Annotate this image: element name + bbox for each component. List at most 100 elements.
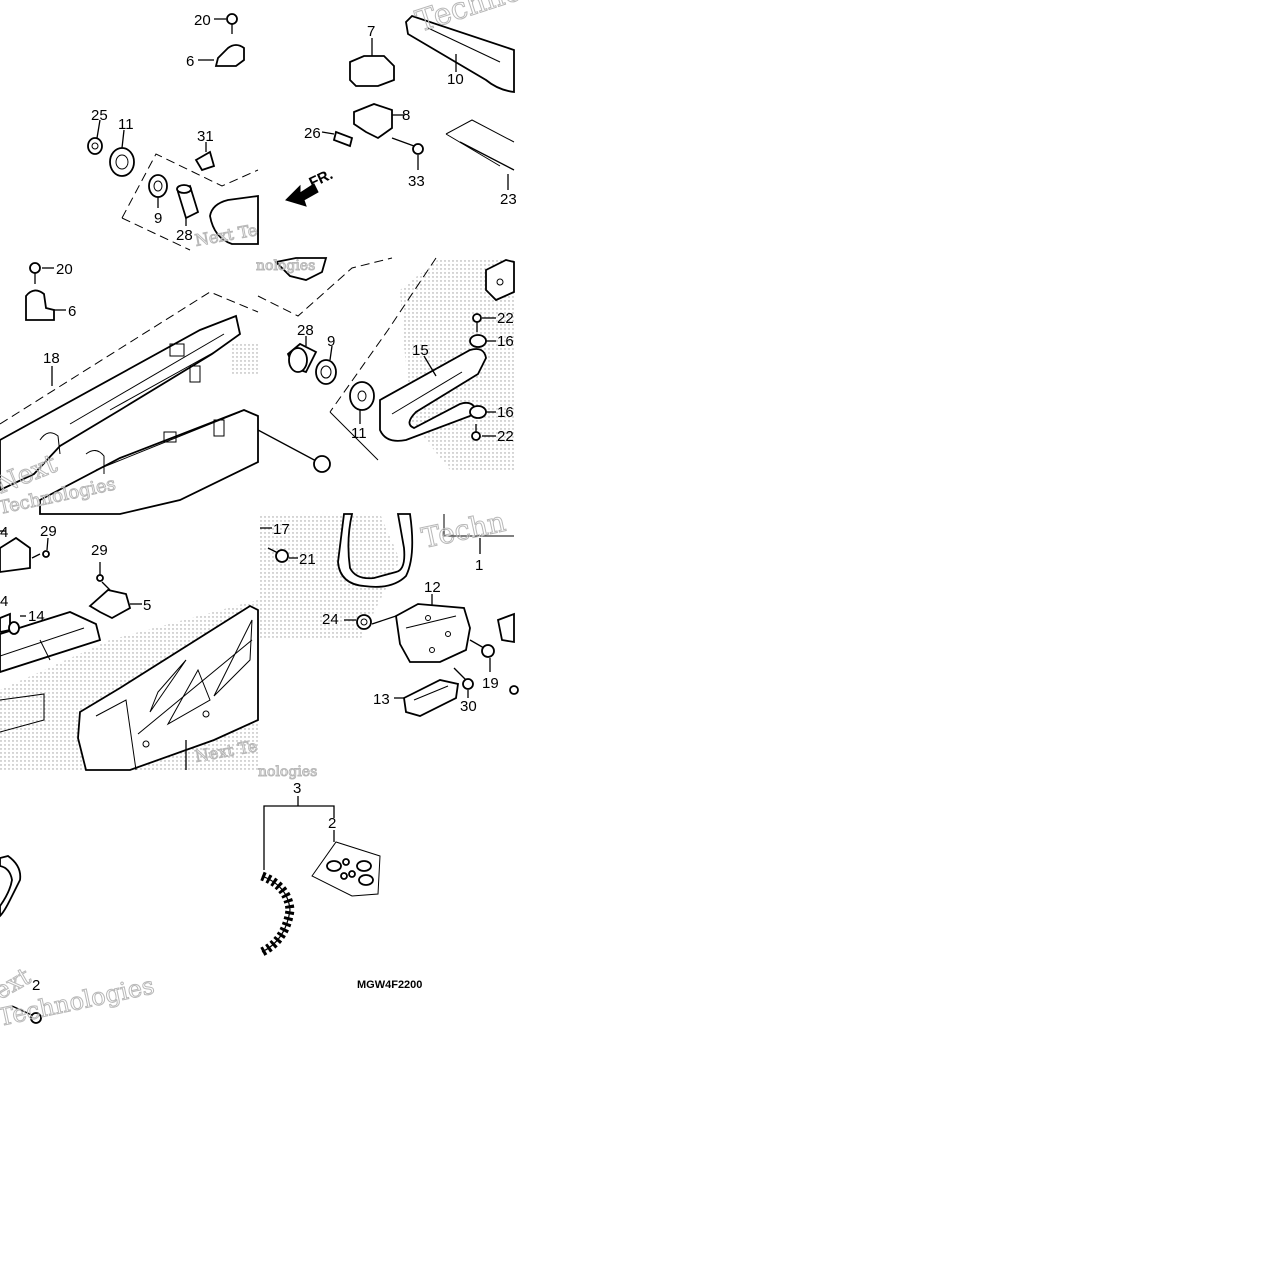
callout-19: 19	[482, 675, 499, 692]
diagram-code: MGW4F2200	[357, 979, 422, 991]
callout-12: 12	[424, 579, 441, 596]
axle-23	[459, 141, 515, 171]
adjuster-bar	[0, 611, 102, 673]
dashed-box-axle	[445, 119, 515, 167]
bearing-9-top	[148, 174, 168, 198]
callout-10: 10	[447, 71, 464, 88]
screw-30	[453, 667, 474, 690]
tile-swingarm	[0, 262, 259, 515]
nut-24	[356, 614, 372, 630]
pin-26	[332, 130, 354, 148]
pivot-boss-fragment	[274, 257, 328, 281]
callout-20: 20	[56, 261, 73, 278]
callout-9: 9	[327, 333, 335, 350]
leader-bracket-3	[263, 805, 335, 870]
callout-4: 4	[0, 524, 8, 541]
callout-26: 26	[304, 125, 321, 142]
chain-fragment-right	[496, 612, 515, 644]
callout-18: 18	[43, 350, 60, 367]
bracket-4-top	[0, 536, 31, 573]
bushing-28-top	[176, 184, 200, 220]
cap-7	[349, 55, 395, 87]
front-arrow	[285, 183, 319, 207]
callout-7: 7	[367, 23, 375, 40]
callout-11: 11	[351, 425, 367, 442]
callout-15: 15	[412, 342, 429, 359]
callout-2: 2	[32, 977, 40, 994]
callout-14: 14	[28, 608, 45, 625]
frame-loop-fragment	[337, 513, 414, 588]
chain-roller-guide-12	[395, 603, 471, 663]
nut-14	[8, 621, 20, 635]
clamp-6-top	[214, 44, 245, 67]
tile-swingarm-pivot-upper-left	[87, 13, 259, 251]
callout-16: 16	[497, 333, 514, 350]
callout-25: 25	[91, 107, 108, 124]
callout-8: 8	[402, 107, 410, 124]
drive-chain-3	[259, 871, 295, 957]
callout-33: 33	[408, 173, 425, 190]
swingarm-lower-rail	[39, 409, 259, 515]
callout-4: 4	[0, 593, 8, 610]
chain-guide-plate-fragment	[485, 259, 515, 302]
callout-24: 24	[322, 611, 339, 628]
callout-1: 1	[475, 557, 483, 574]
nut-25	[87, 137, 103, 155]
collar-11-mid	[349, 381, 375, 411]
bolt-19	[469, 639, 495, 658]
callout-28: 28	[297, 322, 314, 339]
callout-6: 6	[68, 303, 76, 320]
callout-22: 22	[497, 310, 514, 327]
collar-16-bottom	[469, 405, 487, 419]
callout-3: 3	[293, 780, 301, 797]
callout-30: 30	[460, 698, 477, 715]
screw-29-top	[31, 550, 50, 559]
callout-29: 29	[91, 542, 108, 559]
clip-31	[194, 150, 216, 172]
tile-chain-guide	[0, 530, 259, 771]
callout-21: 21	[299, 551, 316, 568]
bracket-8	[353, 103, 393, 140]
watermark: nologies	[258, 764, 317, 780]
watermark: Techno	[412, 0, 526, 40]
callout-6: 6	[186, 53, 194, 70]
master-link-2	[326, 858, 374, 886]
callouts: 20 6 7 10 8 26 33 23 25 11 31 9 28 20 6 …	[0, 12, 517, 994]
callout-31: 31	[197, 128, 214, 145]
frame-loop-bottom	[0, 855, 22, 918]
tile-drive-chain	[259, 796, 381, 957]
callout-16: 16	[497, 404, 514, 421]
bolt-33	[391, 137, 424, 155]
bushing-28-mid	[286, 342, 318, 374]
tile-chain-slider	[257, 257, 515, 473]
bolt-20-top	[226, 13, 238, 34]
callout-11: 11	[118, 116, 134, 133]
chain-guide-5	[88, 589, 132, 620]
callout-13: 13	[373, 691, 390, 708]
pivot-bolt	[257, 429, 331, 473]
callout-23: 23	[500, 191, 517, 208]
sprocket-cover-plate	[77, 604, 259, 771]
dashed-box-pivot-mid	[257, 257, 437, 413]
joint-kit-box-2	[311, 841, 381, 897]
watermark: Next Te	[193, 220, 258, 250]
collar-16-top	[469, 334, 487, 348]
bolt-22-top	[472, 313, 482, 332]
chain-slider-15	[379, 348, 487, 442]
bolt-20-mid	[29, 262, 41, 284]
callout-29: 29	[40, 523, 57, 540]
tile-frame-bottom	[0, 855, 42, 1024]
stipple-roller-area	[258, 514, 400, 640]
callout-22: 22	[497, 428, 514, 445]
tile-chain-roller	[258, 513, 519, 717]
pivot-shaft-10	[405, 14, 515, 94]
bolt-22-bottom	[471, 424, 481, 441]
dashed-box-swingarm	[0, 291, 259, 425]
callout-28: 28	[176, 227, 193, 244]
bolt-21	[267, 547, 289, 563]
clamp-6-mid	[25, 289, 55, 321]
bearing-9-mid	[315, 359, 337, 385]
tile-pivot-shaft: FR.	[285, 14, 515, 207]
direction-label: FR.	[307, 166, 336, 192]
